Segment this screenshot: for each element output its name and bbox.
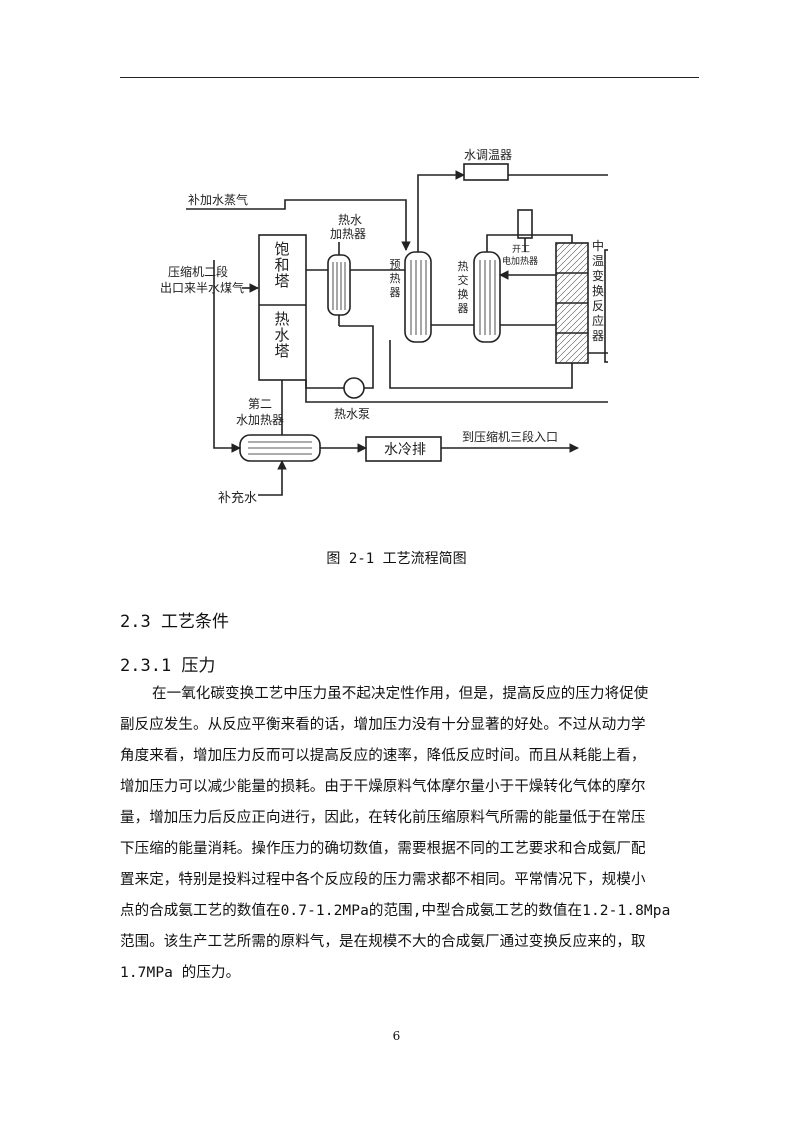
label-water-cooler: 水冷排 bbox=[384, 442, 426, 458]
mid-temp-reactor-label: 反 bbox=[592, 299, 604, 313]
figure-caption: 图 2-1 工艺流程简图 bbox=[326, 551, 467, 567]
paragraph-line: 点的合成氨工艺的数值在0.7-1.2MPa的范围,中型合成氨工艺的数值在1.2-… bbox=[120, 903, 671, 919]
preheater bbox=[404, 251, 432, 343]
startup-heater bbox=[517, 209, 533, 239]
label-compressor-in-1: 压缩机二段 bbox=[168, 264, 228, 279]
label-second-heater-2: 水加热器 bbox=[236, 413, 284, 427]
mid-temp-reactor-label: 应 bbox=[592, 313, 604, 328]
heat-exchanger-label: 换 bbox=[458, 287, 469, 301]
paragraph-line: 范围。该生产工艺所需的原料气，是在规模不大的合成氨厂通过变换反应来的，取 bbox=[120, 934, 646, 950]
hot-water-tower-label: 水 bbox=[274, 326, 289, 344]
label-hot-water-pump: 热水泵 bbox=[334, 407, 370, 421]
heat-exchanger-label: 器 bbox=[458, 302, 469, 315]
saturation-tower-label: 饱 bbox=[274, 240, 289, 258]
paragraph-line: 置来定，特别是投料过程中各个反应段的压力需求都不相同。平常情况下，规模小 bbox=[120, 872, 646, 888]
paragraph-line: 1.7MPa 的压力。 bbox=[120, 965, 241, 981]
paragraph-line: 在一氧化碳变换工艺中压力虽不起决定性作用，但是，提高反应的压力将促使 bbox=[152, 686, 649, 702]
label-hot-water-heater-2: 加热器 bbox=[330, 227, 366, 241]
heat-exchanger-label: 热 bbox=[458, 260, 469, 273]
mid-temp-reactor-label: 器 bbox=[592, 329, 604, 343]
subsection-heading: 2.3.1 压力 bbox=[120, 656, 216, 676]
saturation-tower-label: 和 bbox=[274, 256, 289, 274]
hot-water-pump-symbol bbox=[343, 377, 365, 399]
water-regulator bbox=[463, 163, 509, 181]
saturation-tower bbox=[258, 234, 307, 381]
label-compressor-in-2: 出口来半水煤气 bbox=[160, 280, 244, 295]
hot-water-tower-label: 塔 bbox=[274, 342, 289, 360]
label-makeup-water: 补充水 bbox=[218, 490, 257, 506]
low-temp-reactor bbox=[604, 249, 608, 363]
label-second-heater-1: 第二 bbox=[248, 397, 272, 411]
vertical-labels: 饱和塔热水塔预热器热交换器中温变换反应器低温变换反应器 bbox=[274, 238, 604, 360]
paragraph-line: 量，增加压力后反应正向进行，因此，在转化前压缩原料气所需的能量低于在常压 bbox=[120, 810, 646, 826]
hot-water-heater bbox=[327, 254, 351, 316]
paragraph-line: 增加压力可以减少能量的损耗。由于干燥原料气体摩尔量小于干燥转化气体的摩尔 bbox=[120, 779, 646, 795]
label-water-regulator: 水调温器 bbox=[464, 148, 512, 162]
preheater-label: 器 bbox=[390, 286, 401, 299]
section-heading: 2.3 工艺条件 bbox=[120, 612, 229, 632]
mid-temp-reactor-label: 变 bbox=[592, 268, 604, 283]
label-hot-water-heater-1: 热水 bbox=[338, 213, 362, 227]
preheater-label: 预 bbox=[390, 258, 401, 271]
process-flow-diagram: 补加水蒸气 压缩机二段 出口来半水煤气 热水 加热器 水调温器 开工 电加热器 … bbox=[158, 140, 608, 520]
page-number: 6 bbox=[392, 1029, 401, 1043]
label-startup-2: 电加热器 bbox=[502, 255, 538, 267]
label-steam: 补加水蒸气 bbox=[188, 192, 248, 207]
heat-exchanger-label: 交 bbox=[458, 273, 469, 287]
hot-water-tower-label: 热 bbox=[274, 310, 289, 328]
body-paragraph: 在一氧化碳变换工艺中压力虽不起决定性作用，但是，提高反应的压力将促使 副反应发生… bbox=[120, 679, 699, 989]
steam-line bbox=[186, 199, 411, 251]
paragraph-line: 副反应发生。从反应平衡来看的话，增加压力没有十分显著的好处。不过从动力学 bbox=[120, 717, 646, 733]
mid-temp-reactor-label: 换 bbox=[592, 284, 604, 298]
saturation-tower-label: 塔 bbox=[274, 272, 289, 290]
paragraph-line: 下压缩的能量消耗。操作压力的确切数值，需要根据不同的工艺要求和合成氨厂配 bbox=[120, 841, 646, 857]
heat-exchanger bbox=[473, 251, 501, 343]
label-startup-1: 开工 bbox=[512, 244, 530, 255]
label-to-compressor: 到压缩机三段入口 bbox=[462, 429, 558, 444]
mid-temp-reactor-label: 温 bbox=[592, 254, 604, 268]
preheater-label: 热 bbox=[390, 272, 401, 285]
mid-temp-reactor-label: 中 bbox=[592, 238, 604, 253]
paragraph-line: 角度来看，增加压力反而可以提高反应的速率，降低反应时间。而且从耗能上看， bbox=[120, 748, 646, 764]
header-rule bbox=[120, 77, 699, 78]
